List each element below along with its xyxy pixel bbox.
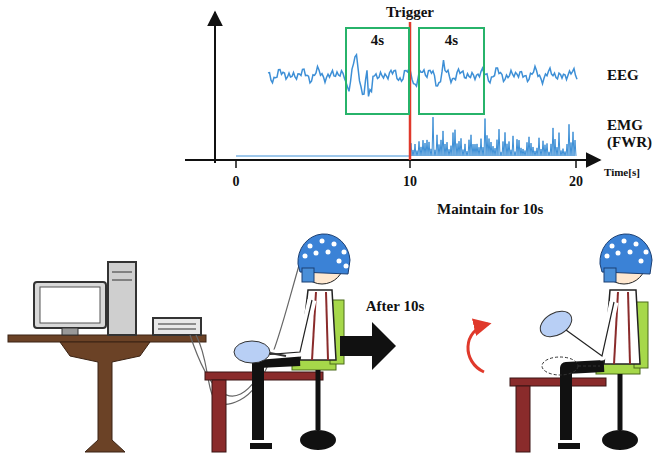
x-axis [185, 159, 600, 161]
window-length: 4s [420, 29, 483, 49]
trigger-label: Trigger [386, 4, 434, 21]
rotation-arrow [468, 324, 488, 372]
axis-title: Time[s] [604, 166, 640, 178]
subject-seated [205, 234, 350, 452]
y-axis [214, 12, 216, 163]
phase-label: After 10s [366, 298, 424, 315]
tick-label: 0 [233, 174, 240, 189]
signal-name: EMG (FWR) [607, 117, 657, 150]
computer-desk [8, 262, 300, 452]
emg-trace [236, 117, 576, 156]
signal-traces [236, 55, 577, 156]
tick [409, 160, 411, 168]
window-length: 4s [347, 29, 408, 49]
tick [575, 160, 577, 168]
block-arrow [340, 322, 396, 370]
tick-label: 20 [569, 174, 583, 189]
signal-name: EEG [607, 67, 639, 84]
eeg-trace [268, 55, 577, 97]
phase-label: Maintain for 10s [437, 201, 543, 218]
time-window-box: 4s [418, 27, 485, 115]
tick [235, 160, 237, 168]
time-window-box: 4s [345, 27, 410, 115]
subject-flexing [510, 234, 652, 452]
tick-label: 10 [403, 174, 417, 189]
